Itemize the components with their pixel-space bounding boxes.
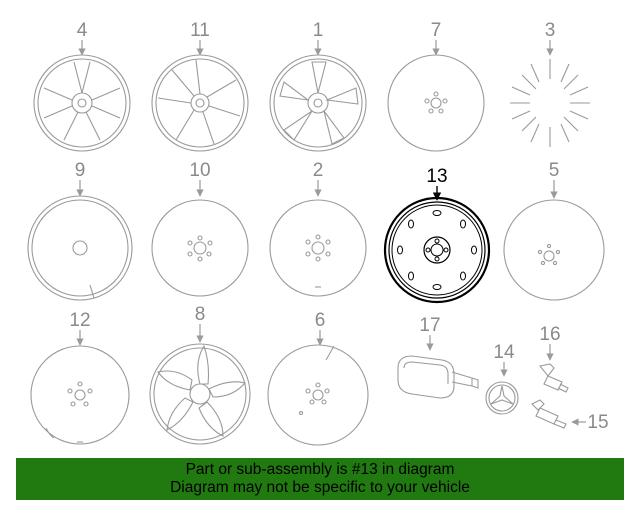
part-8-alloy-wheel[interactable]: 8 — [149, 304, 251, 445]
part-3-wheel-cover[interactable]: 3 — [510, 20, 590, 147]
callout-4: 4 — [77, 20, 88, 41]
part-16-valve-stem[interactable]: 16 — [539, 324, 569, 393]
part-17-tpms-sensor[interactable]: 17 — [397, 315, 479, 399]
part-6-steel-wheel[interactable]: 6 — [267, 310, 369, 446]
part-5-steel-wheel[interactable]: 5 — [503, 160, 605, 301]
callout-11: 11 — [190, 20, 210, 41]
callout-5: 5 — [549, 160, 560, 181]
notice-banner: Part or sub-assembly is #13 in diagram D… — [16, 458, 624, 500]
callout-1: 1 — [313, 20, 324, 41]
part-4-alloy-wheel[interactable]: 4 — [33, 20, 131, 152]
part-11-alloy-wheel[interactable]: 11 — [151, 20, 249, 152]
part-14-center-cap[interactable]: 14 — [485, 342, 519, 415]
callout-12: 12 — [69, 310, 90, 331]
part-12-steel-wheel[interactable]: 12 — [30, 310, 130, 445]
part-2-steel-wheel[interactable]: 2 — [269, 160, 367, 297]
callout-2: 2 — [313, 160, 324, 181]
callout-7: 7 — [431, 20, 442, 41]
callout-10: 10 — [189, 160, 210, 181]
callout-16: 16 — [539, 324, 560, 345]
parts-diagram: 4 11 1 7 3 — [27, 20, 609, 446]
banner-line-2: Diagram may not be specific to your vehi… — [170, 479, 470, 496]
banner-line-1: Part or sub-assembly is #13 in diagram — [185, 461, 455, 478]
callout-15: 15 — [587, 412, 608, 433]
part-7-steel-wheel[interactable]: 7 — [387, 20, 485, 152]
part-15-valve-stem[interactable]: 15 — [531, 399, 609, 433]
callout-17: 17 — [419, 315, 440, 336]
part-13-compact-spare-wheel[interactable]: 13 — [383, 166, 491, 304]
part-10-steel-wheel[interactable]: 10 — [151, 160, 249, 297]
callout-13: 13 — [426, 166, 447, 187]
part-9-spare-wheel[interactable]: 9 — [27, 160, 133, 301]
callout-14: 14 — [493, 342, 515, 363]
part-1-alloy-wheel[interactable]: 1 — [269, 20, 367, 152]
callout-6: 6 — [315, 310, 326, 331]
callout-3: 3 — [545, 20, 556, 41]
callout-9: 9 — [75, 160, 86, 181]
callout-8: 8 — [195, 304, 206, 325]
